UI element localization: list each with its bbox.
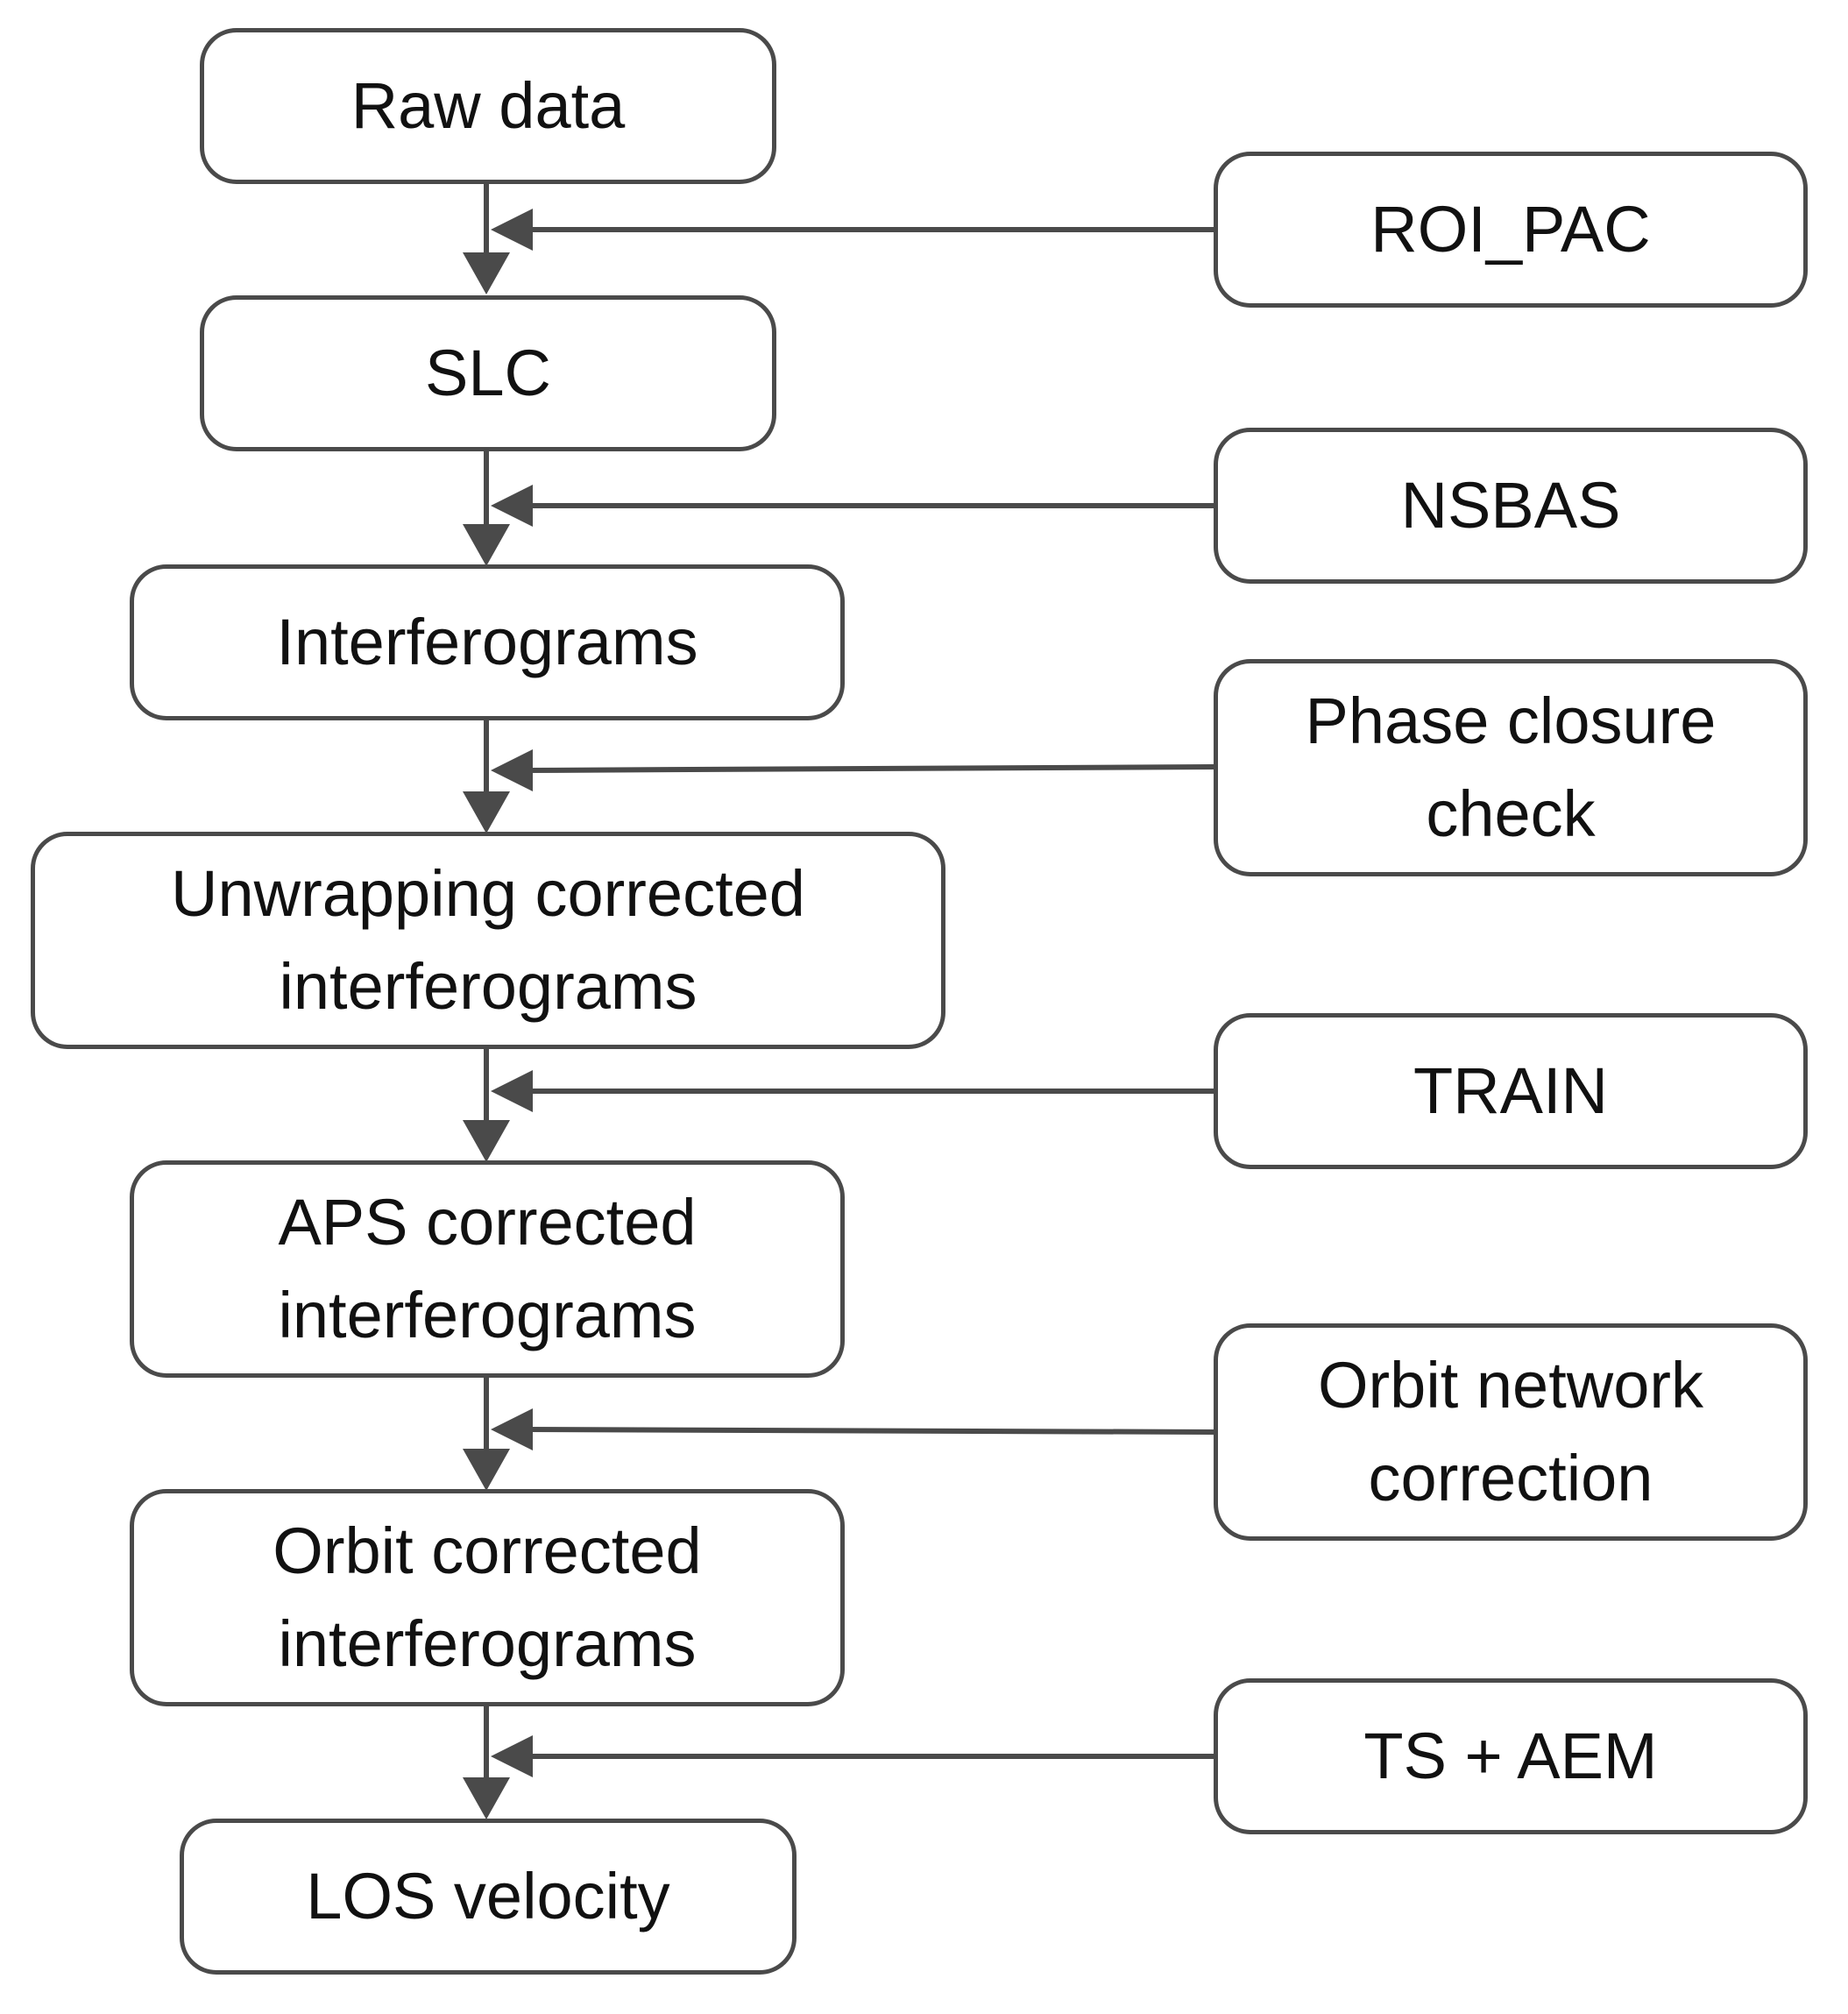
arrowhead-down-los [463,1777,510,1819]
process-box-label: TRAIN [1413,1054,1608,1127]
flow-box-label: LOS velocity [306,1860,670,1932]
process-box-nsbas: NSBAS [1214,428,1808,584]
process-box-label: Phase closure check [1305,684,1717,850]
connector-orbit-network [525,1427,1214,1435]
process-box-label: TS + AEM [1363,1720,1658,1792]
flow-box-label: Interferograms [276,606,698,678]
process-box-train: TRAIN [1214,1013,1808,1169]
arrowhead-left-train [491,1070,533,1112]
connector-phase-closure [525,764,1214,773]
process-box-ts-aem: TS + AEM [1214,1678,1808,1834]
process-box-roi-pac: ROI_PAC [1214,152,1808,308]
arrowhead-down-slc [463,252,510,294]
process-box-label: ROI_PAC [1370,193,1651,266]
flow-box-label: Raw data [350,69,626,142]
arrowhead-left-phase-closure [491,749,533,791]
arrowhead-left-ts-aem [491,1735,533,1777]
arrowhead-left-nsbas [491,485,533,527]
arrowhead-down-interferograms [463,524,510,566]
flow-box-raw-data: Raw data [200,28,776,184]
flow-box-interferograms: Interferograms [130,564,845,720]
arrowhead-down-orbit [463,1449,510,1491]
arrowhead-left-roi-pac [491,209,533,251]
flow-box-orbit-corrected-interferograms: Orbit corrected interferograms [130,1489,845,1706]
flow-box-label: Orbit corrected interferograms [273,1514,702,1680]
process-box-phase-closure-check: Phase closure check [1214,659,1808,876]
flow-box-label: APS corrected interferograms [278,1186,697,1351]
flow-box-slc: SLC [200,295,776,451]
flow-box-label: SLC [425,337,551,409]
flow-box-aps-corrected-interferograms: APS corrected interferograms [130,1160,845,1378]
arrowhead-down-unwrapping [463,791,510,833]
flow-box-label: Unwrapping corrected interferograms [171,857,805,1023]
side-process-connectors [491,209,1214,1777]
arrowhead-down-aps [463,1120,510,1162]
process-box-label: Orbit network correction [1317,1349,1704,1514]
process-box-label: NSBAS [1400,469,1621,542]
vertical-flow-connectors [463,184,510,1819]
flow-box-unwrapping-corrected-interferograms: Unwrapping corrected interferograms [31,832,945,1049]
flow-box-los-velocity: LOS velocity [180,1819,797,1975]
process-box-orbit-network-correction: Orbit network correction [1214,1323,1808,1541]
arrowhead-left-orbit-network [491,1408,533,1450]
